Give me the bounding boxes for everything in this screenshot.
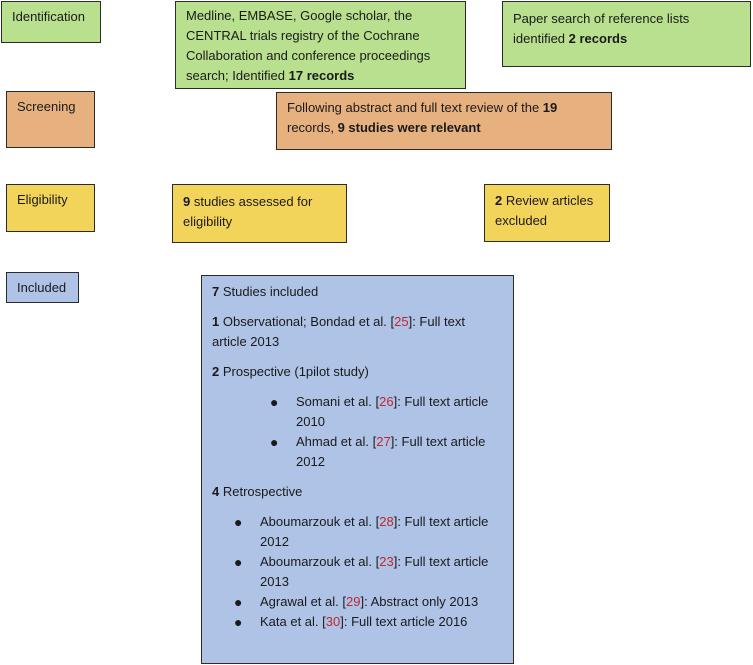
excluded-text: Review articles excluded [495, 193, 594, 228]
study-reference: 28 [379, 514, 394, 529]
identification-database-text: Medline, EMBASE, Google scholar, the CEN… [186, 8, 431, 83]
stage-identification-label: Identification [12, 9, 85, 24]
screening-relevant-studies: 9 studies were relevant [337, 120, 481, 135]
stage-included: Included [6, 272, 79, 303]
identification-paper-box: Paper search of reference lists identifi… [502, 1, 751, 67]
retrospective-header: 4 Retrospective [212, 482, 503, 502]
retrospective-text: Retrospective [219, 484, 303, 499]
study-text: Kata et al. [ [260, 614, 326, 629]
list-item: ● Aboumarzouk et al. [23]: Full text arti… [212, 552, 503, 592]
screening-count-records: 19 [542, 100, 558, 115]
prospective-list: ●Somani et al. [26]: Full text article 2… [212, 392, 503, 472]
excluded-box: 2 Review articles excluded [484, 184, 610, 242]
screening-text-2: records, [287, 120, 338, 135]
stage-screening: Screening [6, 91, 95, 148]
bullet-icon: ● [234, 514, 243, 530]
observational-text-2: ]: Full text article 2013 [212, 314, 465, 349]
bullet-icon: ● [270, 434, 279, 450]
identification-database-box: Medline, EMBASE, Google scholar, the CEN… [175, 1, 466, 89]
identification-paper-count: 2 records [568, 31, 628, 46]
eligibility-assessed-count: 9 [183, 194, 191, 209]
bullet-icon: ● [234, 614, 243, 630]
stage-included-label: Included [17, 280, 67, 295]
retrospective-count: 4 [212, 484, 220, 499]
study-reference: 30 [325, 614, 341, 629]
study-text: Agrawal et al. [ [260, 594, 346, 609]
included-box: 7 Studies included 1 Observational; Bond… [201, 275, 514, 664]
bullet-icon: ● [234, 594, 243, 610]
stage-screening-label: Screening [17, 99, 76, 114]
study-text: Somani et al. [ [296, 394, 380, 409]
included-header-text: Studies included [219, 284, 319, 299]
stage-identification: Identification [1, 1, 101, 43]
study-detail: ]: Full text article 2012 [260, 514, 489, 549]
identification-paper-text: Paper search of reference lists identifi… [513, 11, 690, 46]
screening-box: Following abstract and full text review … [276, 92, 612, 150]
study-detail: ]: Full text article 2012 [296, 434, 486, 469]
prospective-text: Prospective (1pilot study) [219, 364, 369, 379]
list-item: ● Aboumarzouk et al. [28]: Full text arti… [212, 512, 503, 552]
study-reference: 27 [376, 434, 391, 449]
observational-entry: 1 Observational; Bondad et al. [25]: Ful… [212, 312, 503, 352]
included-header: 7 Studies included [212, 282, 503, 302]
observational-text-1: Observational; Bondad et al. [ [219, 314, 395, 329]
excluded-count: 2 [495, 193, 503, 208]
study-reference: 23 [379, 554, 394, 569]
study-text: Aboumarzouk et al. [ [260, 554, 380, 569]
observational-count: 1 [212, 314, 220, 329]
prospective-header: 2 Prospective (1pilot study) [212, 362, 503, 382]
bullet-icon: ● [270, 394, 279, 410]
bullet-icon: ● [234, 554, 243, 570]
eligibility-assessed-box: 9 studies assessed for eligibility [172, 184, 347, 243]
study-text: Ahmad et al. [ [296, 434, 377, 449]
screening-text-1: Following abstract and full text review … [287, 100, 543, 115]
included-count: 7 [212, 284, 220, 299]
retrospective-list: ●Aboumarzouk et al. [28]: Full text arti… [212, 512, 503, 632]
observational-reference: 25 [394, 314, 409, 329]
list-item: ● Ahmad et al. [27]: Full text article 20… [212, 432, 503, 472]
study-detail: ]: Full text article 2010 [296, 394, 489, 429]
stage-eligibility-label: Eligibility [17, 192, 68, 207]
study-reference: 26 [379, 394, 394, 409]
eligibility-assessed-text: studies assessed for eligibility [183, 194, 313, 229]
study-detail: ]: Full text article 2016 [340, 614, 468, 629]
study-reference: 29 [346, 594, 361, 609]
list-item: ● Kata et al. [30]: Full text article 201… [212, 612, 503, 632]
study-detail: ]: Abstract only 2013 [360, 594, 479, 609]
list-item: ● Agrawal et al. [29]: Abstract only 2013 [212, 592, 503, 612]
identification-database-count: 17 records [288, 68, 355, 83]
list-item: ● Somani et al. [26]: Full text article 2… [212, 392, 503, 432]
stage-eligibility: Eligibility [6, 184, 95, 232]
prospective-count: 2 [212, 364, 220, 379]
study-detail: ]: Full text article 2013 [260, 554, 489, 589]
study-text: Aboumarzouk et al. [ [260, 514, 380, 529]
